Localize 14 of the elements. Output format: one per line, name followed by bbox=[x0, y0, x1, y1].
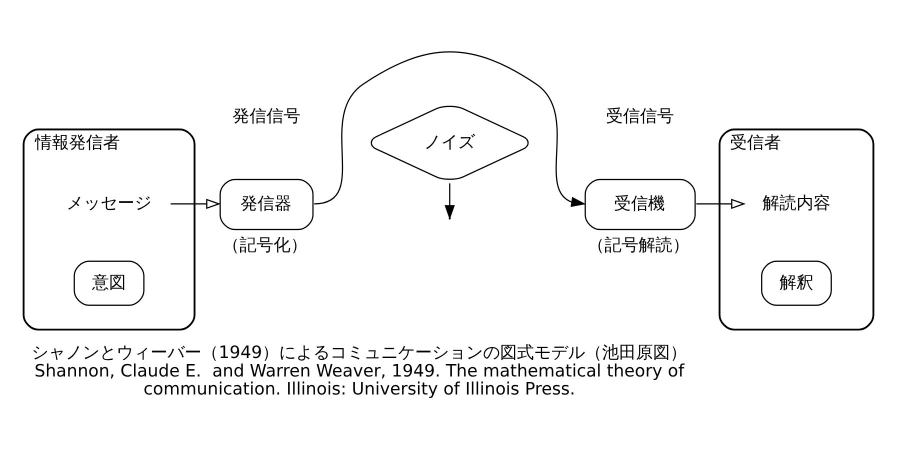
node-box: 発信器 bbox=[220, 178, 314, 230]
label: 発信信号 bbox=[232, 106, 301, 126]
arrow bbox=[170, 198, 221, 209]
node-label: （記号解読） bbox=[588, 235, 690, 256]
arrow bbox=[314, 50, 586, 207]
label: 受信信号 bbox=[606, 106, 674, 126]
node-text: メッセージ bbox=[66, 192, 152, 213]
node-text: 解読内容 bbox=[762, 192, 830, 213]
node-label: （記号化） bbox=[222, 235, 308, 256]
node-box: 意図 bbox=[74, 260, 144, 306]
caption: シャノンとウィーバー（1949）によるコミュニケーションの図式モデル（池田原図） Shannon, Claude E. and Warren Weaver, 1949. The mathematical theory of communication. Illinois: University of Illinois Press. bbox=[32, 342, 688, 400]
node-box: 解釈 bbox=[761, 260, 832, 306]
arrow bbox=[696, 198, 746, 209]
node-box: 受信機 bbox=[584, 178, 696, 230]
